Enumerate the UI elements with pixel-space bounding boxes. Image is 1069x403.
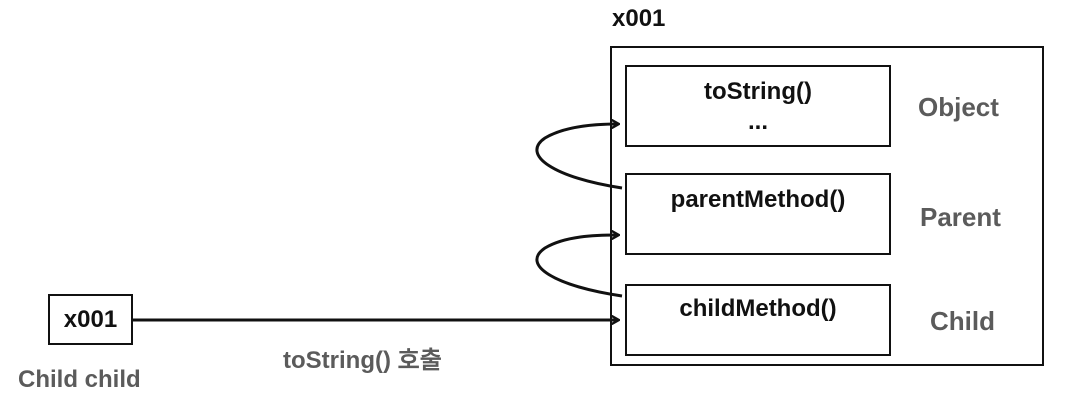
child-layer-box: childMethod() [625,284,891,356]
child-method: childMethod() [679,295,837,322]
parent-method: parentMethod() [670,186,846,213]
instance-box [610,46,1044,366]
object-method-ellipsis: ... [747,108,768,135]
lookup-arrow-child-to-parent [535,235,623,298]
reference-value-box: x001 [48,294,133,345]
call-label: toString() 호출 [283,347,442,374]
object-layer-box: toString() ... [625,65,891,147]
object-method-tostring: toString() [704,78,812,105]
lookup-arrow-parent-to-object [535,124,623,190]
parent-layer-box: parentMethod() [625,173,891,255]
parent-class-label: Parent [920,202,1001,232]
instance-address-label: x001 [612,5,666,32]
child-class-label: Child [930,306,995,336]
variable-declaration-label: Child child [18,366,141,393]
object-class-label: Object [918,92,999,122]
